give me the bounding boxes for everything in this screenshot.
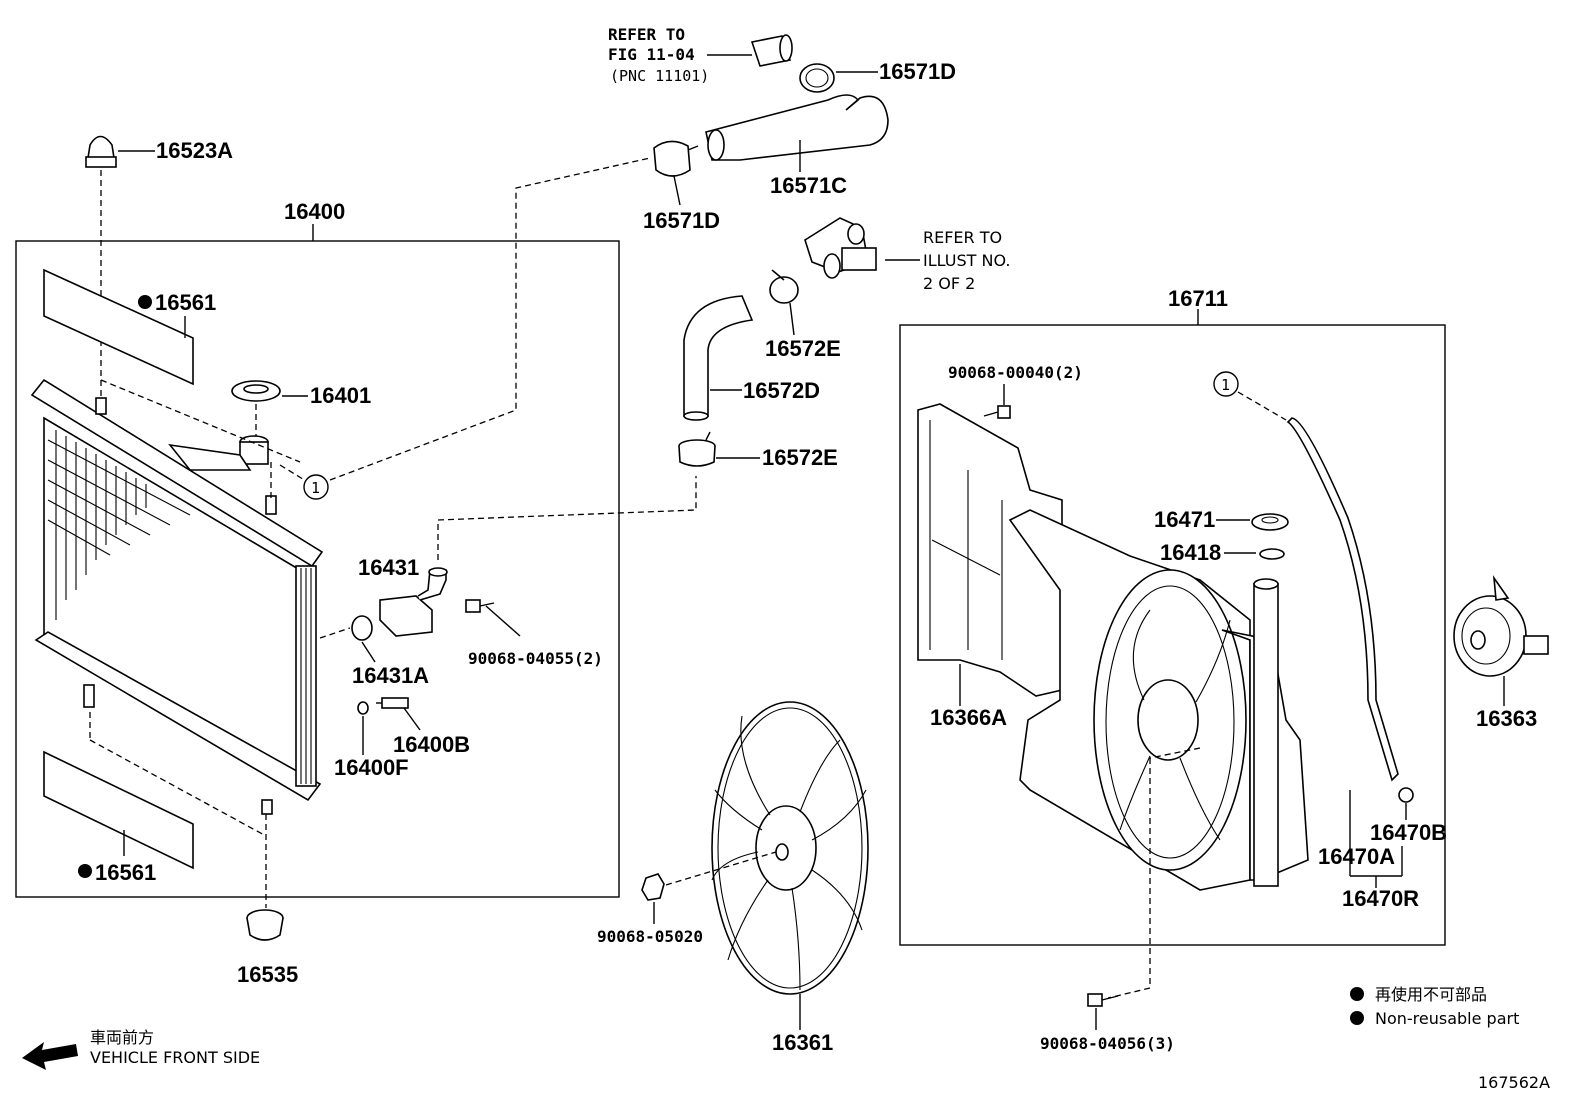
fan-shroud[interactable] bbox=[1008, 509, 1251, 891]
label-16561-top[interactable]: 16561 bbox=[155, 290, 216, 315]
label-16470B[interactable]: 16470B bbox=[1370, 820, 1447, 845]
label-90068-04056[interactable]: 90068-04056(3) bbox=[1040, 1034, 1175, 1053]
shroud-group-box bbox=[899, 324, 1446, 946]
cap-16401[interactable] bbox=[231, 380, 281, 402]
non-reusable-dot-bottom bbox=[78, 864, 92, 878]
label-16401[interactable]: 16401 bbox=[310, 383, 371, 408]
bolt-90068-04055[interactable] bbox=[465, 599, 495, 613]
front-jp: 車両前方 bbox=[90, 1028, 154, 1047]
refer-illust-line2: ILLUST NO. bbox=[923, 251, 1010, 270]
label-16361[interactable]: 16361 bbox=[772, 1030, 833, 1055]
label-16363[interactable]: 16363 bbox=[1476, 706, 1537, 731]
front-en: VEHICLE FRONT SIDE bbox=[90, 1048, 260, 1067]
refer-illust-line1: REFER TO bbox=[923, 228, 1002, 247]
svg-text:1: 1 bbox=[311, 479, 320, 497]
label-16366A[interactable]: 16366A bbox=[930, 705, 1007, 730]
bolt-90068-04056[interactable] bbox=[1087, 993, 1119, 1007]
radiator-core[interactable] bbox=[30, 378, 324, 815]
label-16535[interactable]: 16535 bbox=[237, 962, 298, 987]
cap-16471[interactable] bbox=[1251, 513, 1289, 531]
diagram-id: 167562A bbox=[1478, 1073, 1550, 1092]
outlet-16431[interactable] bbox=[379, 567, 448, 637]
callout-1-hose[interactable] bbox=[1213, 371, 1239, 397]
seal-16561-top[interactable] bbox=[43, 268, 194, 386]
fan-blade-16361[interactable] bbox=[711, 701, 869, 995]
clamp-16572E-top[interactable] bbox=[769, 269, 799, 304]
callout-1-radiator[interactable] bbox=[303, 474, 329, 500]
vehicle-front-arrow-icon bbox=[22, 1042, 78, 1070]
label-90068-04055[interactable]: 90068-04055(2) bbox=[468, 649, 603, 668]
label-16431A[interactable]: 16431A bbox=[352, 663, 429, 688]
seal-16561-bottom[interactable] bbox=[43, 750, 194, 870]
label-90068-05020[interactable]: 90068-05020 bbox=[597, 927, 703, 946]
bolt-90068-00040[interactable] bbox=[983, 405, 1011, 419]
clamp-16571D-top[interactable] bbox=[799, 63, 835, 93]
water-outlet-housing[interactable] bbox=[804, 217, 877, 279]
label-16418[interactable]: 16418 bbox=[1160, 540, 1221, 565]
svg-text:1: 1 bbox=[1221, 376, 1230, 394]
reserve-tank[interactable] bbox=[1221, 578, 1309, 887]
legend-dot-jp bbox=[1350, 987, 1364, 1001]
hose-fitting-top[interactable] bbox=[750, 34, 793, 67]
label-16572E-top[interactable]: 16572E bbox=[765, 336, 841, 361]
label-16572D[interactable]: 16572D bbox=[743, 378, 820, 403]
label-16571D-mid[interactable]: 16571D bbox=[643, 208, 720, 233]
clip-16470B[interactable] bbox=[1398, 787, 1414, 803]
o-ring-16400F[interactable] bbox=[357, 701, 369, 715]
clamp-16572E-bottom[interactable] bbox=[678, 431, 716, 467]
fan-motor-16363[interactable] bbox=[1453, 575, 1549, 677]
label-16711[interactable]: 16711 bbox=[1168, 286, 1228, 311]
legend-en: Non-reusable part bbox=[1375, 1009, 1519, 1028]
non-reusable-dot-top bbox=[138, 295, 152, 309]
hose-16571C[interactable] bbox=[705, 94, 889, 161]
legend-dot-en bbox=[1350, 1011, 1364, 1025]
label-16572E-bottom[interactable]: 16572E bbox=[762, 445, 838, 470]
label-16571D-top[interactable]: 16571D bbox=[879, 59, 956, 84]
refer-fig-line3: (PNC 11101) bbox=[610, 67, 709, 85]
label-16470R[interactable]: 16470R bbox=[1342, 886, 1419, 911]
label-16471[interactable]: 16471 bbox=[1154, 507, 1215, 532]
legend-jp: 再使用不可部品 bbox=[1375, 985, 1487, 1004]
label-16400B[interactable]: 16400B bbox=[393, 732, 470, 757]
clamp-16571D-mid[interactable] bbox=[653, 140, 699, 177]
label-90068-00040[interactable]: 90068-00040(2) bbox=[948, 363, 1083, 382]
label-16400[interactable]: 16400 bbox=[284, 199, 345, 224]
bushing-16535[interactable] bbox=[246, 909, 284, 941]
hose-16470A[interactable] bbox=[1286, 417, 1399, 782]
refer-fig-line2: FIG 11-04 bbox=[608, 45, 695, 64]
nut-90068-05020[interactable] bbox=[641, 873, 665, 901]
refer-illust-line3: 2 OF 2 bbox=[923, 274, 975, 293]
gasket-16418[interactable] bbox=[1259, 548, 1285, 560]
label-16571C[interactable]: 16571C bbox=[770, 173, 847, 198]
refer-fig-line1: REFER TO bbox=[608, 25, 685, 44]
o-ring-16431A[interactable] bbox=[351, 615, 373, 641]
label-16470A[interactable]: 16470A bbox=[1318, 844, 1395, 869]
drain-plug-16400B[interactable] bbox=[376, 697, 409, 709]
hose-16572D[interactable] bbox=[683, 295, 754, 421]
label-16561-bottom[interactable]: 16561 bbox=[95, 860, 156, 885]
radiator-group-box bbox=[15, 240, 620, 898]
label-16431[interactable]: 16431 bbox=[358, 555, 419, 580]
label-16523A[interactable]: 16523A bbox=[156, 138, 233, 163]
radiator-cap-16523A[interactable] bbox=[85, 135, 117, 168]
label-16400F[interactable]: 16400F bbox=[334, 755, 409, 780]
